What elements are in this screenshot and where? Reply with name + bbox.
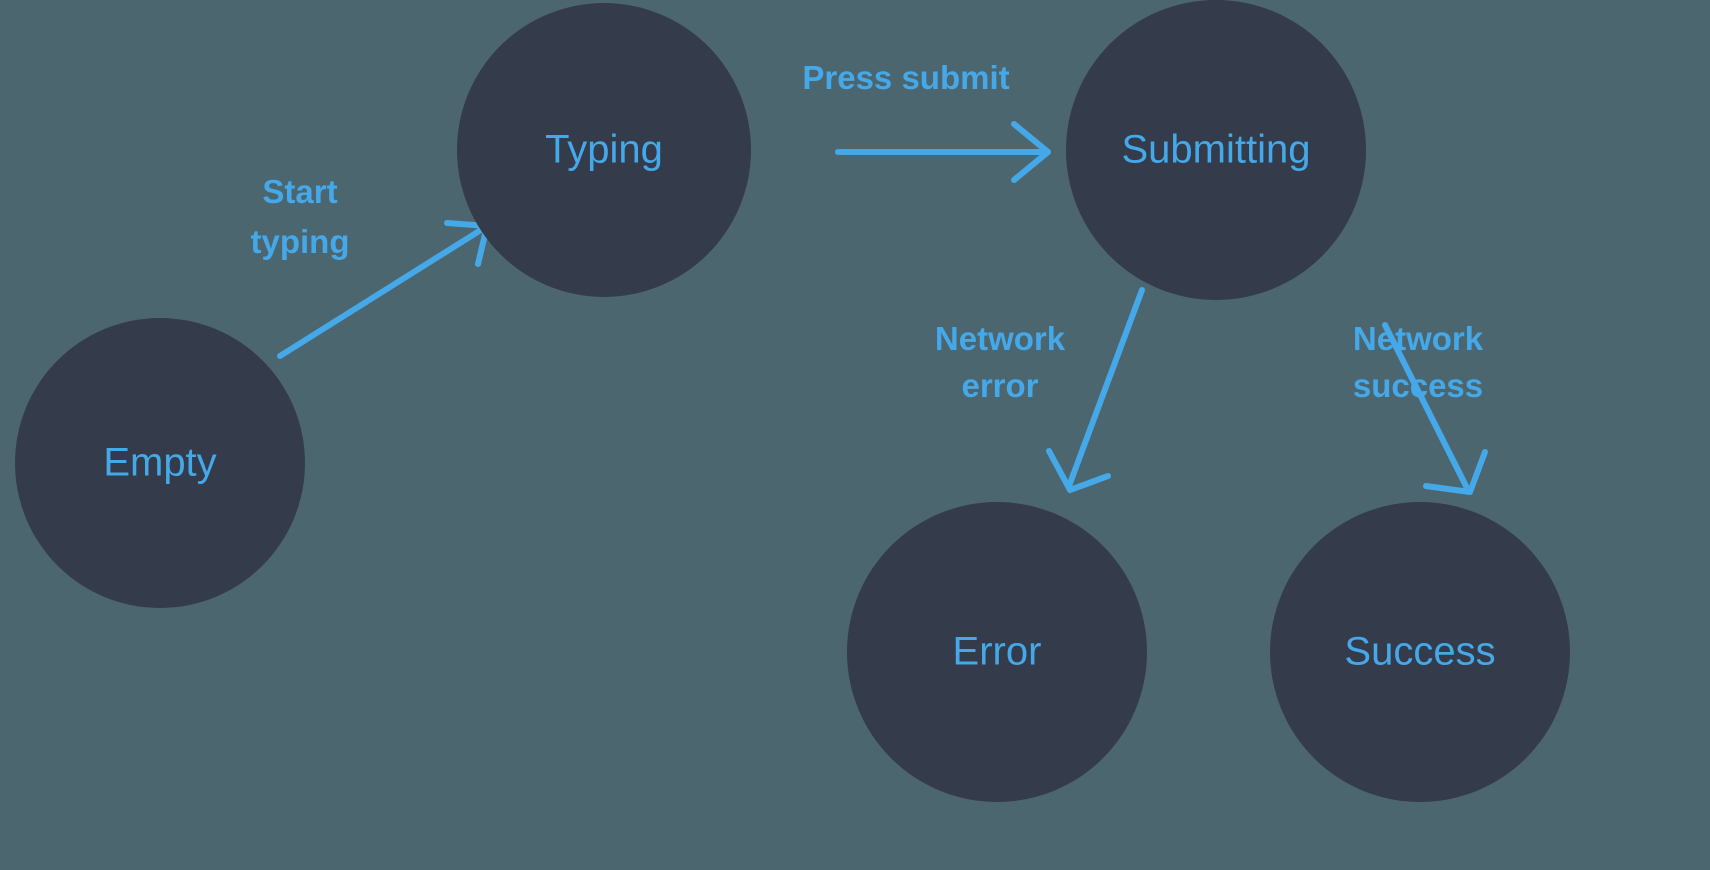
edge-label-submitting-to-error: Network error bbox=[935, 320, 1066, 404]
state-label-submitting: Submitting bbox=[1122, 128, 1311, 172]
state-circle-typing[interactable] bbox=[457, 3, 751, 297]
state-label-typing: Typing bbox=[545, 128, 663, 172]
edge-submitting-to-error bbox=[1046, 287, 1145, 493]
edge-label-line: Start bbox=[262, 173, 337, 210]
edge-typing-to-submitting bbox=[835, 121, 1051, 183]
edge-line-empty-to-typing bbox=[277, 225, 487, 359]
state-label-success: Success bbox=[1344, 630, 1495, 674]
state-circle-submitting[interactable] bbox=[1066, 0, 1366, 300]
state-circle-error[interactable] bbox=[847, 502, 1147, 802]
edge-label-line: Network bbox=[935, 320, 1066, 357]
state-node-submitting[interactable]: Submitting bbox=[1066, 0, 1366, 300]
state-label-empty: Empty bbox=[103, 441, 216, 485]
arrowhead-icon bbox=[1046, 448, 1111, 493]
edge-label-line: success bbox=[1353, 367, 1483, 404]
edge-line-submitting-to-error bbox=[1066, 287, 1145, 489]
state-node-empty[interactable]: Empty bbox=[15, 318, 305, 608]
edge-label-line: Press submit bbox=[802, 59, 1009, 96]
edge-label-line: error bbox=[961, 367, 1038, 404]
edges-layer bbox=[277, 121, 1488, 495]
arrowhead-icon bbox=[1423, 449, 1488, 495]
edge-label-typing-to-submitting: Press submit bbox=[802, 59, 1009, 96]
state-circle-empty[interactable] bbox=[15, 318, 305, 608]
edge-label-submitting-to-success: Network success bbox=[1353, 320, 1484, 404]
edge-label-line: typing bbox=[251, 223, 350, 260]
state-node-success[interactable]: Success bbox=[1270, 502, 1570, 802]
arrowhead-icon bbox=[1011, 121, 1051, 183]
state-node-typing[interactable]: Typing bbox=[457, 3, 751, 297]
edge-submitting-to-success bbox=[1382, 322, 1488, 495]
edge-label-line: Network bbox=[1353, 320, 1484, 357]
state-node-error[interactable]: Error bbox=[847, 502, 1147, 802]
edge-line-submitting-to-success bbox=[1382, 322, 1469, 489]
edge-label-empty-to-typing: Start typing bbox=[251, 173, 350, 260]
state-label-error: Error bbox=[953, 630, 1042, 674]
state-circle-success[interactable] bbox=[1270, 502, 1570, 802]
